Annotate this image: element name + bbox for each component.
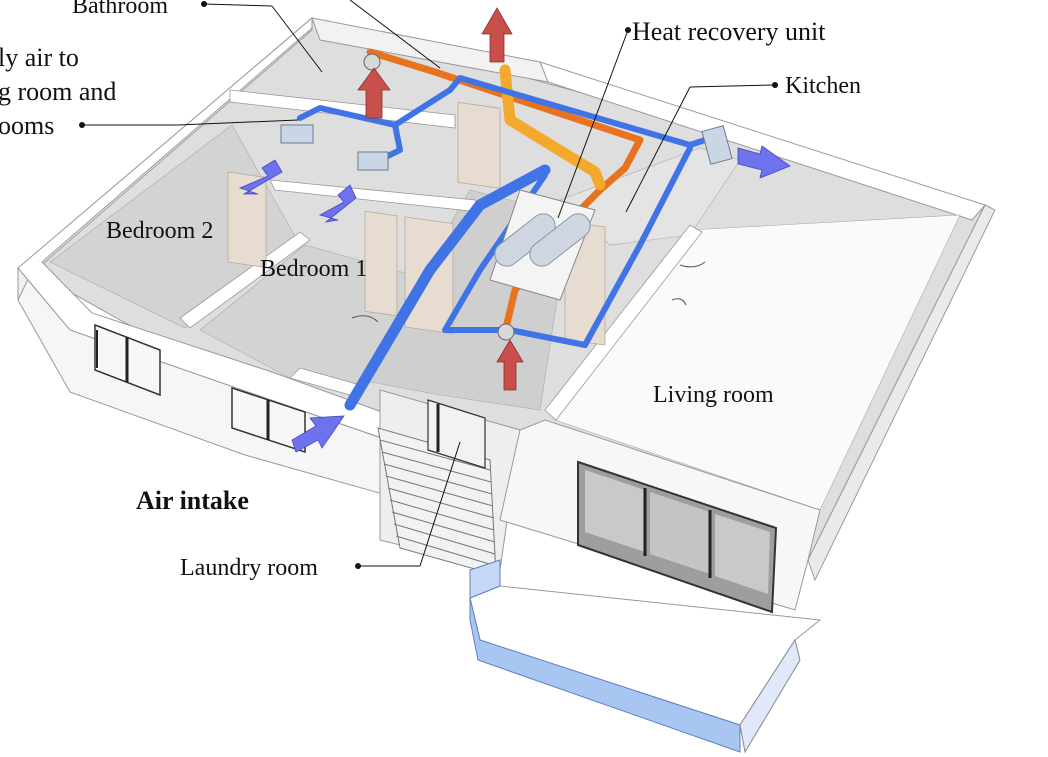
label-supply-line2: g room and	[0, 77, 116, 106]
leader-dot-bathroom	[201, 1, 207, 7]
supply-arrow-bedroom2	[238, 159, 283, 195]
door-swing-living	[679, 261, 706, 268]
label-supply-line3: ooms	[0, 111, 54, 140]
leader-bathroom-2	[271, 5, 323, 73]
supply-arrow-living	[737, 145, 791, 179]
leader-kitchen	[689, 84, 776, 88]
label-bedroom1: Bedroom 1	[260, 256, 367, 282]
exhaust-valve-kitchen	[497, 323, 515, 341]
leader-dot-kitchen	[772, 82, 778, 88]
exhaust-arrow-bathroom	[357, 67, 391, 119]
window-middle	[231, 386, 306, 454]
door-bedroom2	[227, 171, 267, 268]
leader-kitchen-2	[625, 86, 691, 213]
laundry-window	[427, 399, 486, 469]
living-room-glass-door	[577, 460, 778, 614]
label-heat-recovery-unit: Heat recovery unit	[632, 17, 826, 46]
leader-dot-laundry	[355, 563, 361, 569]
supply-grille-bedroom2	[280, 124, 314, 144]
supply-arrows	[238, 145, 791, 453]
exhaust-valve-bathroom	[363, 53, 381, 71]
supply-duct-main	[344, 164, 551, 411]
leader-laundry-2	[419, 441, 461, 567]
partition-hall-living	[544, 224, 703, 421]
leader-lines	[82, 0, 776, 567]
exhaust-arrow-kitchen	[496, 339, 524, 391]
balcony	[469, 559, 822, 754]
top-rim-left	[17, 16, 502, 471]
door-bedroom1	[364, 210, 398, 317]
door-swing-kitchen	[671, 298, 687, 306]
label-kitchen: Kitchen	[785, 73, 861, 99]
exhaust-arrows	[357, 7, 524, 391]
label-air-intake: Air intake	[136, 486, 249, 515]
supply-arrow-intake	[291, 415, 345, 453]
supply-grille-living	[701, 125, 733, 165]
leader-dot-supply	[79, 122, 85, 128]
exhaust-duct-riser	[499, 64, 606, 191]
leader-top	[349, 0, 441, 69]
leader-bathroom	[203, 3, 273, 7]
leader-dots	[79, 1, 778, 569]
label-laundry-room: Laundry room	[180, 555, 318, 581]
label-living-room: Living room	[653, 382, 774, 408]
right-wall	[807, 204, 996, 582]
label-supply-line1: ly air to	[0, 43, 79, 72]
door-storage	[457, 101, 501, 189]
label-bedroom2: Bedroom 2	[106, 218, 213, 244]
leader-dot-hru	[625, 27, 631, 33]
window-left	[94, 323, 161, 397]
supply-grille-bedroom1	[357, 151, 389, 171]
heat-recovery-unit	[489, 189, 596, 301]
supply-arrow-bedroom1	[318, 184, 357, 223]
leader-supply-2	[177, 119, 299, 126]
back-wall	[311, 17, 549, 83]
supply-duct-bath-link	[392, 75, 693, 148]
leader-hru	[557, 29, 629, 219]
exhaust-arrow-roof	[481, 7, 513, 63]
label-bathroom: Bathroom	[72, 0, 168, 19]
door-swing-bedroom1	[351, 315, 379, 323]
